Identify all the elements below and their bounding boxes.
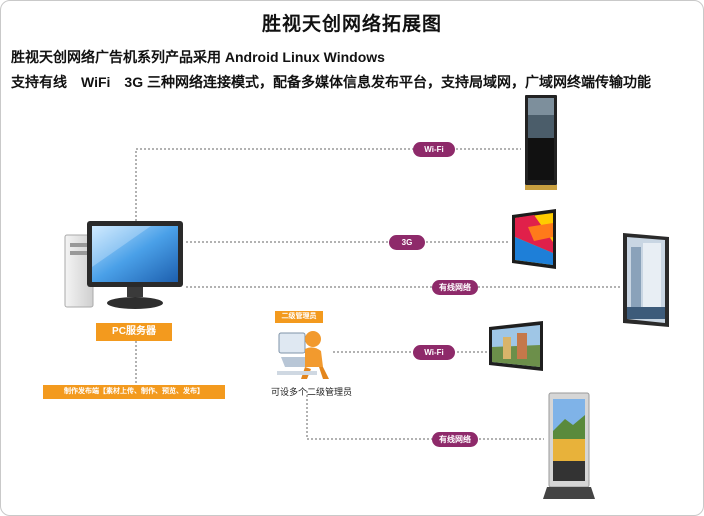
landscape-screen-icon <box>489 321 543 371</box>
intro-line-2: 支持有线 WiFi 3G 三种网络连接模式，配备多媒体信息发布平台，支持局域网，… <box>11 74 651 90</box>
wall-portrait-screen-icon <box>623 233 669 327</box>
pc-server-icon <box>64 221 183 309</box>
page-title: 胜视天创网络拓展图 <box>261 14 442 35</box>
pc-to-publish-connector <box>135 341 137 385</box>
link-wired-bottom <box>306 391 544 440</box>
admin-person-icon <box>277 331 329 379</box>
publish-end-label: 制作发布端【素材上传、制作、预览、发布】 <box>43 385 225 399</box>
wired-bottom-pill: 有线网络 <box>432 432 478 447</box>
3g-pill: 3G <box>389 235 425 250</box>
admin-caption: 可设多个二级管理员 <box>271 387 353 397</box>
wall-screen-3g-icon <box>512 209 556 269</box>
wifi-admin-pill: Wi-Fi <box>413 345 455 360</box>
wired-mid-pill: 有线网络 <box>432 280 478 295</box>
kiosk-terminal-bottom-icon <box>543 392 595 499</box>
kiosk-terminal-top-icon <box>525 95 557 190</box>
wifi-top-pill: Wi-Fi <box>413 142 455 157</box>
admin-title-label: 二级管理员 <box>275 311 323 323</box>
link-wifi-top <box>135 148 521 221</box>
pc-server-label: PC服务器 <box>96 323 172 341</box>
intro-line-1: 胜视天创网络广告机系列产品采用 Android Linux Windows <box>11 49 385 65</box>
